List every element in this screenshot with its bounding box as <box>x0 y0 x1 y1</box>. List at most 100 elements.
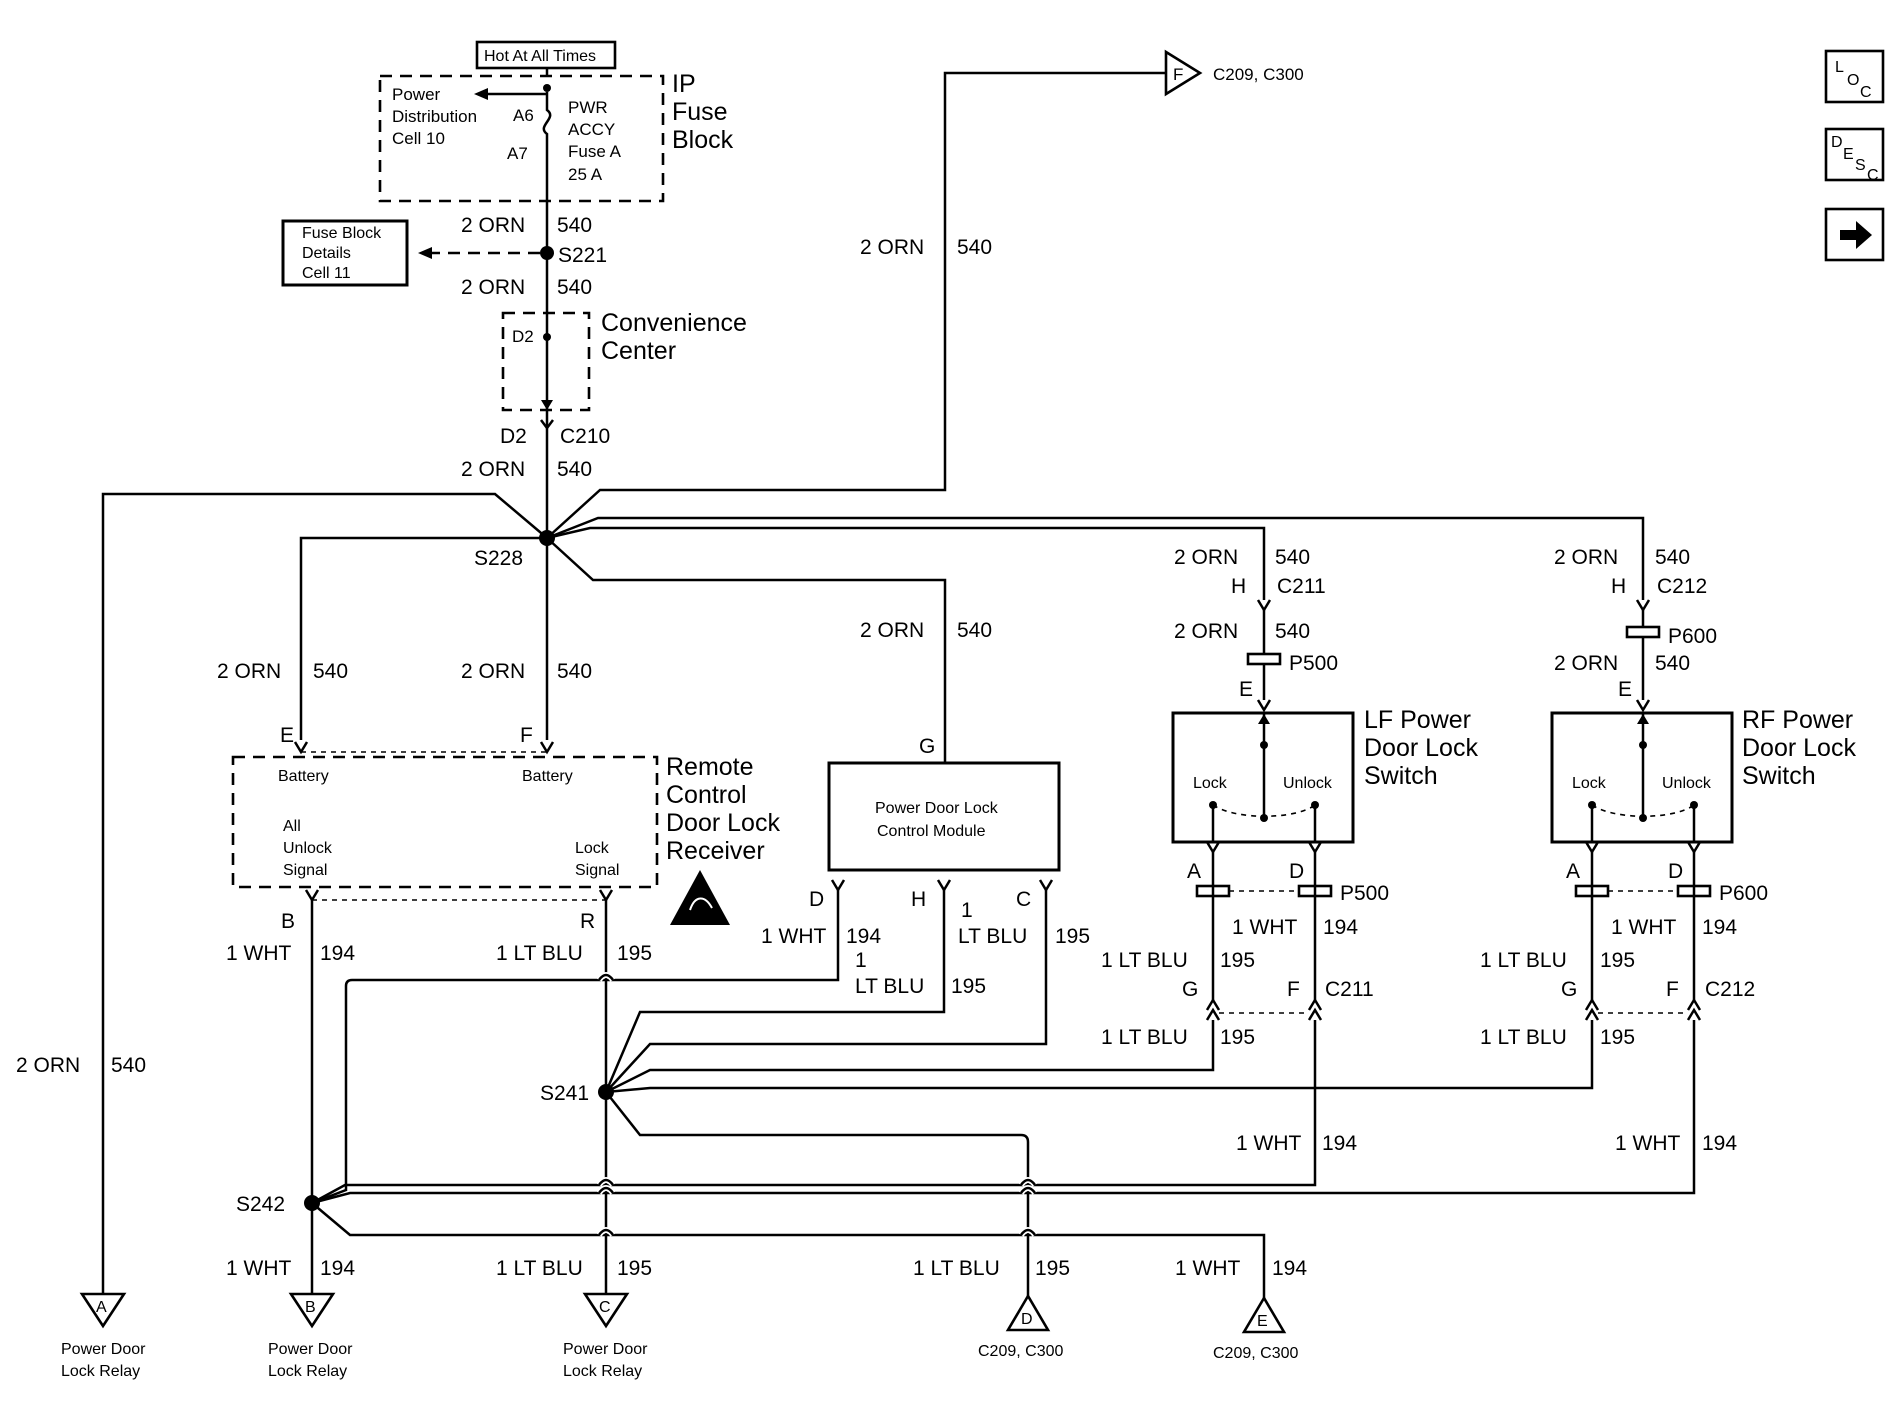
svg-text:195: 195 <box>951 975 986 998</box>
svg-text:195: 195 <box>617 1257 652 1280</box>
svg-text:A: A <box>96 1299 107 1316</box>
svg-text:540: 540 <box>557 458 592 481</box>
svg-text:1 WHT: 1 WHT <box>226 1257 292 1280</box>
svg-text:2 ORN: 2 ORN <box>461 214 525 237</box>
svg-text:Lock Relay: Lock Relay <box>61 1363 140 1380</box>
svg-text:2 ORN: 2 ORN <box>16 1054 80 1077</box>
svg-text:1 LT BLU: 1 LT BLU <box>496 942 583 965</box>
svg-text:Power Door: Power Door <box>563 1341 648 1358</box>
svg-text:Power Door: Power Door <box>61 1341 146 1358</box>
svg-text:LF Power: LF Power <box>1364 706 1471 734</box>
svg-text:Switch: Switch <box>1364 762 1438 790</box>
svg-text:194: 194 <box>1702 1132 1737 1155</box>
svg-text:F: F <box>1173 65 1183 84</box>
svg-text:25 A: 25 A <box>568 165 603 184</box>
svg-text:Door Lock: Door Lock <box>1364 734 1478 762</box>
svg-text:Lock: Lock <box>1572 775 1607 792</box>
offpage-connector-f[interactable]: F C209, C300 <box>1164 49 1304 97</box>
svg-text:C: C <box>1860 84 1872 101</box>
loc-button[interactable]: L O C <box>1824 49 1885 104</box>
splice-s241: S241 <box>540 1082 614 1105</box>
svg-text:Lock: Lock <box>575 840 610 857</box>
svg-text:195: 195 <box>1220 949 1255 972</box>
svg-text:Power: Power <box>392 85 441 104</box>
svg-text:C: C <box>599 1299 611 1316</box>
svg-text:C212: C212 <box>1705 978 1755 1001</box>
next-arrow-button[interactable] <box>1824 207 1885 262</box>
svg-text:Cell 11: Cell 11 <box>302 265 351 282</box>
svg-text:Fuse A: Fuse A <box>568 142 622 161</box>
svg-text:Lock Relay: Lock Relay <box>268 1363 347 1380</box>
svg-text:195: 195 <box>1600 1026 1635 1049</box>
svg-text:Block: Block <box>672 126 734 154</box>
svg-text:C209, C300: C209, C300 <box>1213 65 1304 84</box>
svg-text:Switch: Switch <box>1742 762 1816 790</box>
svg-text:G: G <box>1561 978 1577 1001</box>
svg-text:C: C <box>1016 888 1031 911</box>
svg-text:194: 194 <box>846 925 881 948</box>
svg-text:Battery: Battery <box>278 768 329 785</box>
splice-s221: S221 <box>540 244 607 267</box>
svg-text:540: 540 <box>957 236 992 259</box>
svg-text:195: 195 <box>1055 925 1090 948</box>
svg-text:D2: D2 <box>500 425 527 448</box>
svg-text:2 ORN: 2 ORN <box>461 276 525 299</box>
svg-text:Control: Control <box>666 781 747 809</box>
offpage-connector-b[interactable]: B Power Door Lock Relay <box>268 1292 353 1380</box>
svg-text:2 ORN: 2 ORN <box>1554 652 1618 675</box>
svg-text:C: C <box>1867 167 1879 184</box>
svg-text:540: 540 <box>557 214 592 237</box>
svg-text:Door Lock: Door Lock <box>666 809 780 837</box>
svg-text:Unlock: Unlock <box>1662 775 1712 792</box>
svg-text:H: H <box>911 888 926 911</box>
rf-connector-p600-bottom: A D P600 <box>1566 841 1768 905</box>
svg-text:Remote: Remote <box>666 753 754 781</box>
svg-text:1 WHT: 1 WHT <box>1611 916 1677 939</box>
lf-connector-c211-bottom: G F C211 <box>1182 978 1374 1021</box>
svg-text:540: 540 <box>557 660 592 683</box>
svg-text:194: 194 <box>1702 916 1737 939</box>
svg-text:Convenience: Convenience <box>601 309 747 337</box>
svg-text:S: S <box>1855 157 1866 174</box>
power-door-lock-control-module: G Power Door Lock Control Module D H C <box>809 735 1061 911</box>
arrow-right-icon <box>1840 221 1872 249</box>
svg-text:540: 540 <box>313 660 348 683</box>
svg-text:R: R <box>580 910 595 933</box>
svg-text:540: 540 <box>1655 652 1690 675</box>
desc-button[interactable]: D E S C <box>1824 127 1885 184</box>
svg-text:1 WHT: 1 WHT <box>1175 1257 1241 1280</box>
svg-text:C212: C212 <box>1657 575 1707 598</box>
svg-text:Distribution: Distribution <box>392 107 477 126</box>
svg-text:Fuse: Fuse <box>672 98 728 126</box>
svg-text:194: 194 <box>1322 1132 1357 1155</box>
svg-text:C211: C211 <box>1277 575 1326 598</box>
svg-text:1 WHT: 1 WHT <box>226 942 292 965</box>
svg-text:2 ORN: 2 ORN <box>1554 546 1618 569</box>
svg-text:Unlock: Unlock <box>283 840 333 857</box>
svg-text:2 ORN: 2 ORN <box>1174 620 1238 643</box>
svg-text:1 WHT: 1 WHT <box>1232 916 1298 939</box>
svg-text:1 LT BLU: 1 LT BLU <box>913 1257 1000 1280</box>
offpage-connector-c[interactable]: C Power Door Lock Relay <box>563 1292 648 1380</box>
svg-text:LT BLU: LT BLU <box>958 925 1027 948</box>
svg-text:Unlock: Unlock <box>1283 775 1333 792</box>
svg-text:1 WHT: 1 WHT <box>761 925 827 948</box>
svg-text:540: 540 <box>957 619 992 642</box>
svg-text:S241: S241 <box>540 1082 589 1105</box>
svg-text:IP: IP <box>672 70 696 98</box>
offpage-connector-e[interactable]: E C209, C300 <box>1213 1295 1298 1362</box>
offpage-connector-d[interactable]: D C209, C300 <box>978 1293 1063 1360</box>
offpage-connector-a[interactable]: A Power Door Lock Relay <box>61 1292 146 1380</box>
svg-text:S221: S221 <box>558 244 607 267</box>
svg-text:1 LT BLU: 1 LT BLU <box>496 1257 583 1280</box>
svg-text:C210: C210 <box>560 425 610 448</box>
svg-text:P600: P600 <box>1668 625 1717 648</box>
svg-text:Control Module: Control Module <box>877 823 986 840</box>
svg-text:195: 195 <box>1035 1257 1070 1280</box>
power-distribution-ref[interactable]: Power Distribution Cell 10 <box>392 85 547 148</box>
svg-text:D: D <box>1289 860 1304 883</box>
svg-text:C211: C211 <box>1325 978 1374 1001</box>
fuse-block-details-ref[interactable]: Fuse Block Details Cell 11 <box>281 219 409 287</box>
lf-connector-p500-bottom: A D P500 <box>1187 841 1389 905</box>
svg-text:Cell 10: Cell 10 <box>392 129 445 148</box>
